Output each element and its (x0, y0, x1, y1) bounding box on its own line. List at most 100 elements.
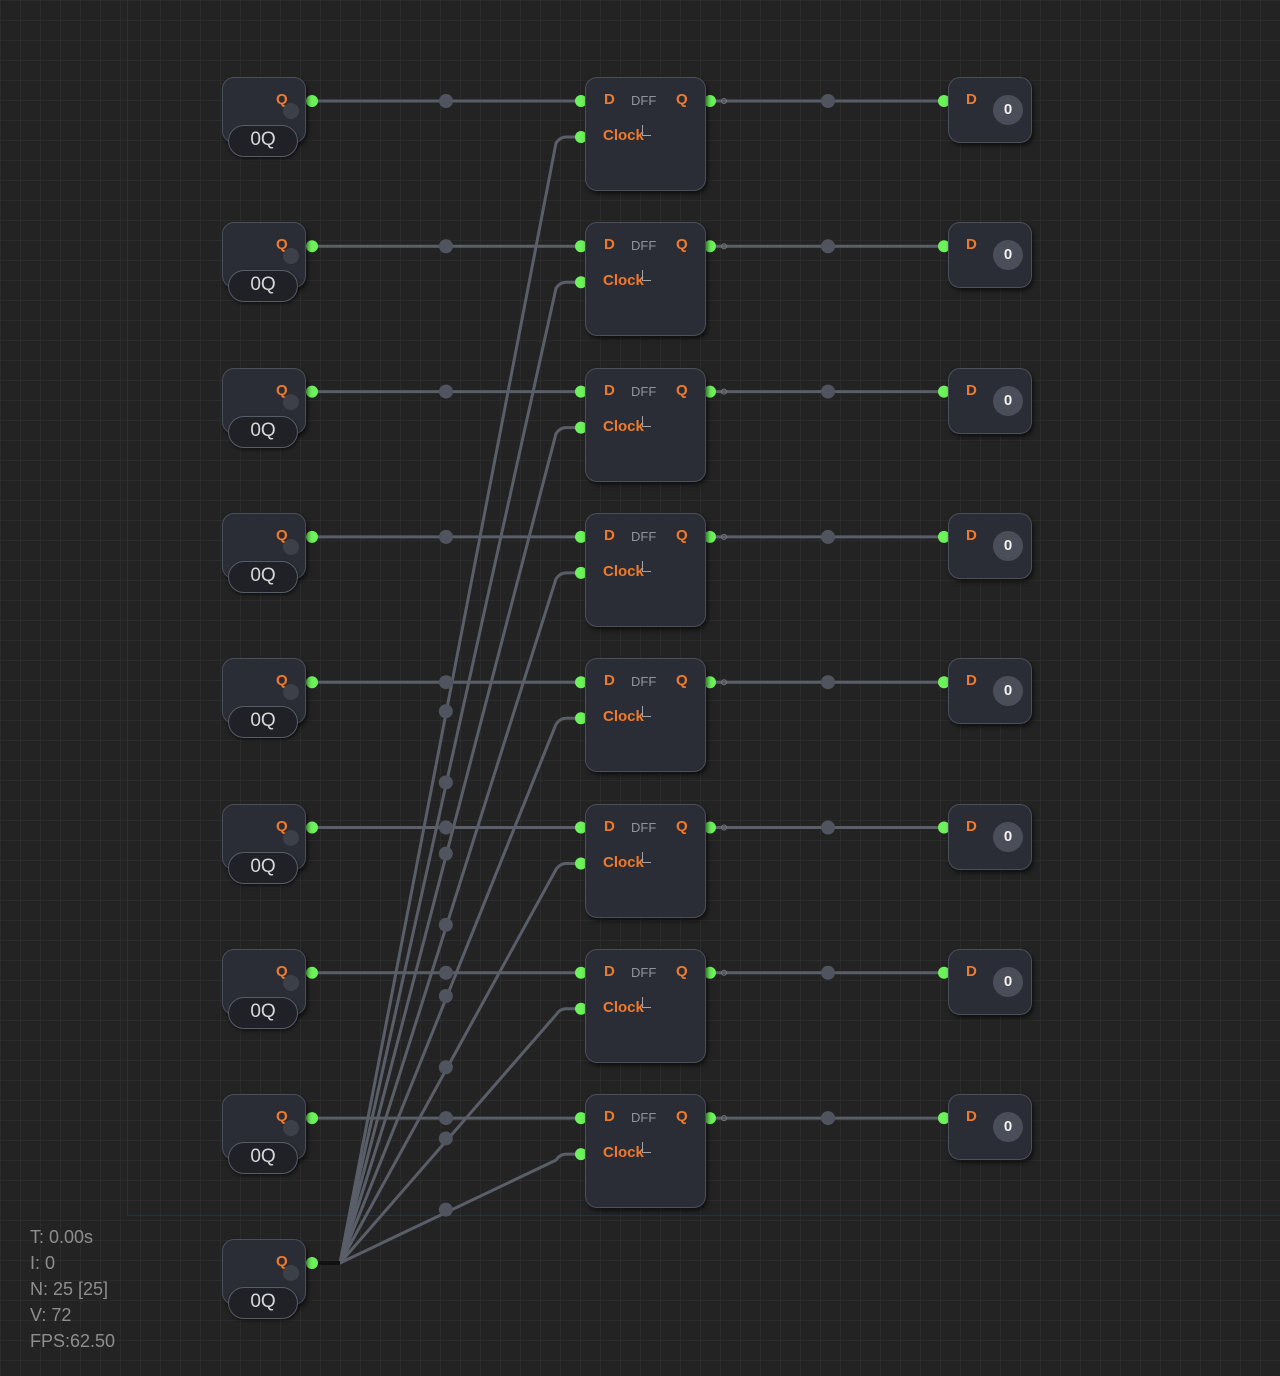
input-source-value[interactable]: 0Q (228, 125, 298, 157)
wire-bead (821, 94, 835, 108)
wire-bead (439, 1111, 453, 1126)
dff-clock-label: Clock (603, 127, 644, 144)
output-value: 0 (993, 385, 1023, 416)
dff-q-label: Q (676, 962, 688, 980)
wire-bead (438, 775, 453, 790)
dff-title: DFF (631, 528, 657, 544)
dff-d-label: D (604, 962, 615, 980)
dff-q-pin (704, 966, 716, 979)
dff-clock-label: Clock (603, 417, 644, 435)
dff-d-pin (575, 821, 587, 834)
wire-bead (439, 529, 453, 544)
canvas-boundary-vertical (127, 0, 128, 1216)
wire-bead (439, 675, 453, 690)
input-source-value[interactable]: 0Q (228, 270, 298, 303)
output-input-pin (938, 95, 950, 107)
input-source-pin-label: Q (276, 91, 288, 108)
output-pin-label: D (966, 91, 977, 108)
stat-vertices: V: 72 (30, 1305, 72, 1325)
dff-q-label: Q (676, 381, 688, 399)
toggle-knob[interactable] (283, 1120, 299, 1137)
clock-wire (312, 1007, 581, 1265)
dff-d-label: D (604, 91, 615, 108)
input-source-output-pin (306, 95, 318, 107)
toggle-knob[interactable] (283, 1265, 299, 1281)
dff-node[interactable] (585, 222, 706, 337)
input-source-value[interactable]: 0Q (228, 415, 298, 448)
dff-d-pin (575, 1112, 587, 1125)
stats-panel: T: 0.00s I: 0 N: 25 [25] V: 72 FPS:62.50 (30, 1224, 115, 1354)
dff-d-pin (575, 676, 587, 689)
clock-source-value[interactable]: 0Q (228, 1287, 298, 1319)
input-source-value[interactable]: 0Q (228, 1142, 298, 1175)
dff-q-pin (704, 240, 716, 253)
input-source-value[interactable]: 0Q (228, 851, 298, 884)
output-value: 0 (993, 821, 1023, 852)
toggle-knob[interactable] (283, 538, 299, 555)
input-source-value[interactable]: 0Q (228, 560, 298, 593)
q-inverted-marker (721, 679, 727, 686)
q-inverted-marker (721, 388, 727, 395)
dff-clock-label: Clock (603, 853, 644, 871)
dff-clock-label: Clock (603, 562, 644, 580)
output-input-pin (938, 676, 950, 689)
wire-bead (439, 820, 453, 835)
dff-q-label: Q (676, 1108, 688, 1126)
q-inverted-marker (721, 969, 727, 976)
output-pin-label: D (966, 526, 977, 544)
input-source-pin-label: Q (276, 236, 288, 254)
dff-clock-label: Clock (603, 998, 644, 1016)
dff-clock-pin (575, 1148, 587, 1161)
output-value: 0 (993, 95, 1023, 125)
clock-edge-icon (642, 1142, 651, 1154)
toggle-knob[interactable] (283, 248, 299, 265)
dff-clock-label: Clock (603, 1144, 644, 1162)
input-source-output-pin (306, 530, 318, 543)
stat-iterations: I: 0 (30, 1253, 56, 1273)
input-source-value[interactable]: 0Q (228, 996, 298, 1029)
dff-q-pin (704, 821, 716, 834)
dff-q-pin (704, 95, 716, 107)
wire-bead (821, 820, 835, 835)
dff-node[interactable] (585, 658, 706, 773)
wire-bead (821, 675, 835, 690)
toggle-knob[interactable] (283, 684, 299, 701)
dff-d-label: D (604, 526, 615, 544)
clock-wire (312, 862, 581, 1265)
toggle-knob[interactable] (283, 974, 299, 991)
stat-fps: FPS:62.50 (30, 1331, 116, 1351)
dff-q-pin (704, 530, 716, 543)
dff-node[interactable] (585, 1094, 706, 1209)
stat-time: T: 0.00s (30, 1227, 94, 1247)
dff-d-label: D (604, 236, 615, 254)
clock-edge-icon (642, 851, 651, 863)
dff-title: DFF (631, 383, 657, 399)
dff-clock-pin (575, 276, 587, 289)
clock-source-output-pin (306, 1257, 318, 1269)
clock-edge-icon (642, 415, 651, 427)
clock-edge-icon (642, 560, 651, 572)
toggle-knob[interactable] (283, 103, 299, 119)
dff-node[interactable] (585, 77, 706, 191)
input-source-pin-label: Q (276, 962, 288, 980)
toggle-knob[interactable] (283, 829, 299, 846)
clock-wire (312, 571, 581, 1265)
dff-node[interactable] (585, 803, 706, 918)
input-source-value[interactable]: 0Q (228, 706, 298, 739)
output-input-pin (938, 821, 950, 834)
clock-edge-icon (642, 996, 651, 1008)
output-value: 0 (993, 240, 1023, 271)
clock-edge-icon (642, 706, 651, 718)
dff-title: DFF (631, 93, 657, 108)
dff-node[interactable] (585, 512, 706, 627)
input-source-output-pin (306, 966, 318, 979)
clock-wire (312, 426, 581, 1265)
dff-node[interactable] (585, 948, 706, 1063)
dff-node[interactable] (585, 367, 706, 482)
toggle-knob[interactable] (283, 393, 299, 410)
q-inverted-marker (721, 98, 727, 104)
dff-d-pin (575, 95, 587, 107)
output-pin-label: D (966, 381, 977, 399)
